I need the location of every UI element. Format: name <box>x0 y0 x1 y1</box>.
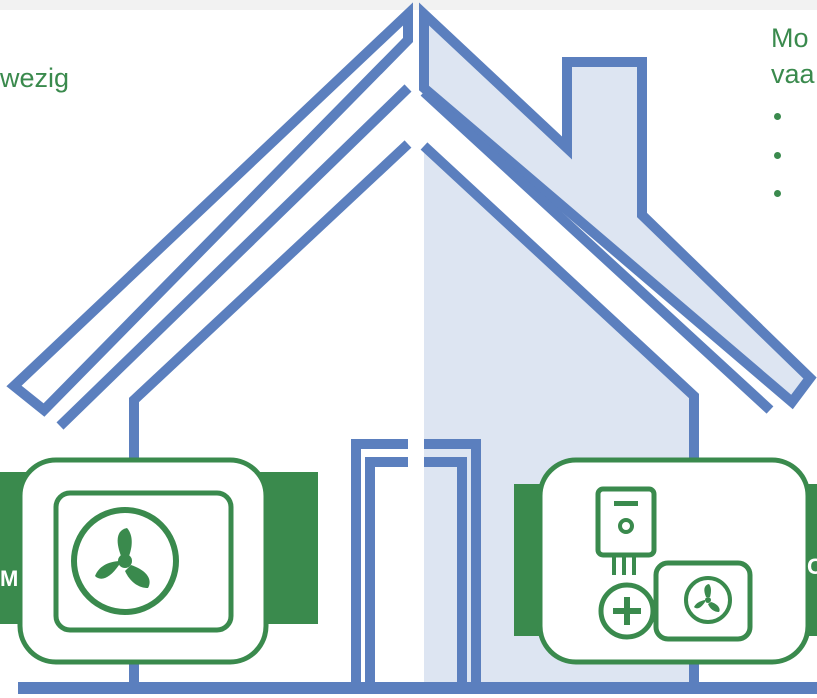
right-badge-letter: C <box>807 555 817 579</box>
fan-icon <box>686 578 730 622</box>
bullet-dot <box>774 113 781 120</box>
floor-line <box>18 682 817 694</box>
left-caption-fragment: wezig <box>0 62 69 94</box>
left-device-badge <box>0 460 318 662</box>
right-device-badge <box>514 460 817 662</box>
bullet-dot <box>774 190 781 197</box>
plus-icon <box>601 585 653 637</box>
left-roof-line-2 <box>60 88 408 426</box>
fan-icon <box>74 510 176 612</box>
door-icon <box>356 444 476 688</box>
small-heat-pump-unit <box>656 563 750 639</box>
left-badge-letter: M <box>0 567 18 591</box>
left-roof-strip <box>14 14 408 410</box>
right-caption-line-1: Mo <box>771 22 809 54</box>
bullet-dot <box>774 152 781 159</box>
right-caption-line-2: vaa <box>771 58 815 90</box>
